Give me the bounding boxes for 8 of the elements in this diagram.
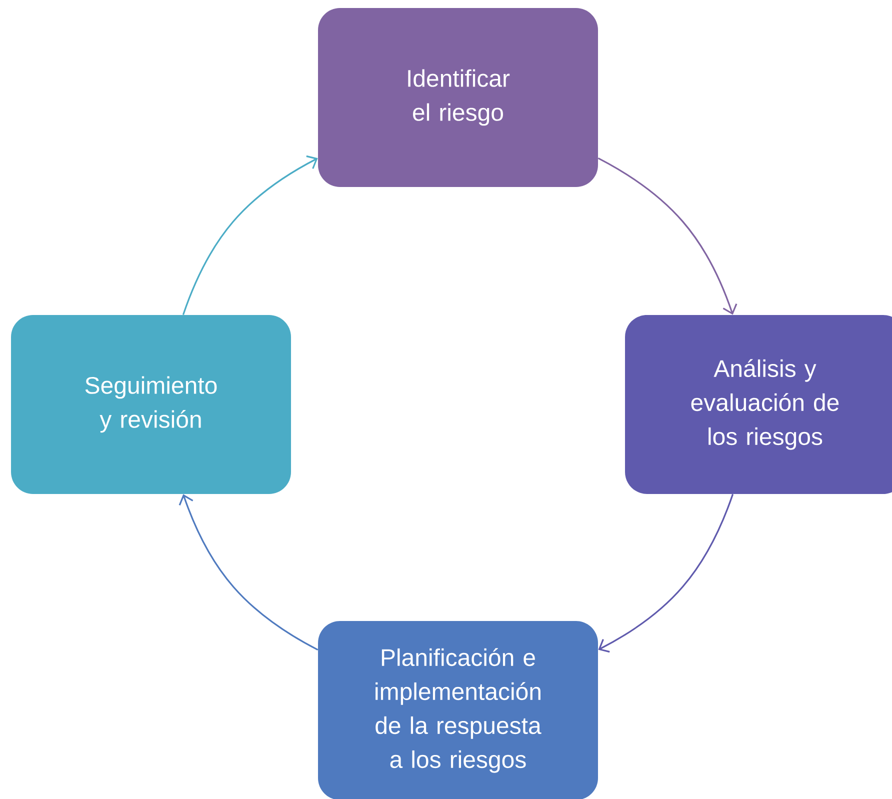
process-box: Planificación e implementación de la respuesta a los riesgos (318, 620, 598, 799)
process-box: Análisis y evaluación de los riesgos (625, 314, 892, 494)
process-box: Seguimiento y revisión (11, 314, 291, 494)
arrow (178, 494, 318, 650)
arrow (598, 494, 734, 653)
process-box: Identificar el riesgo (318, 8, 598, 187)
arrow (182, 155, 318, 316)
arrow (598, 157, 738, 315)
